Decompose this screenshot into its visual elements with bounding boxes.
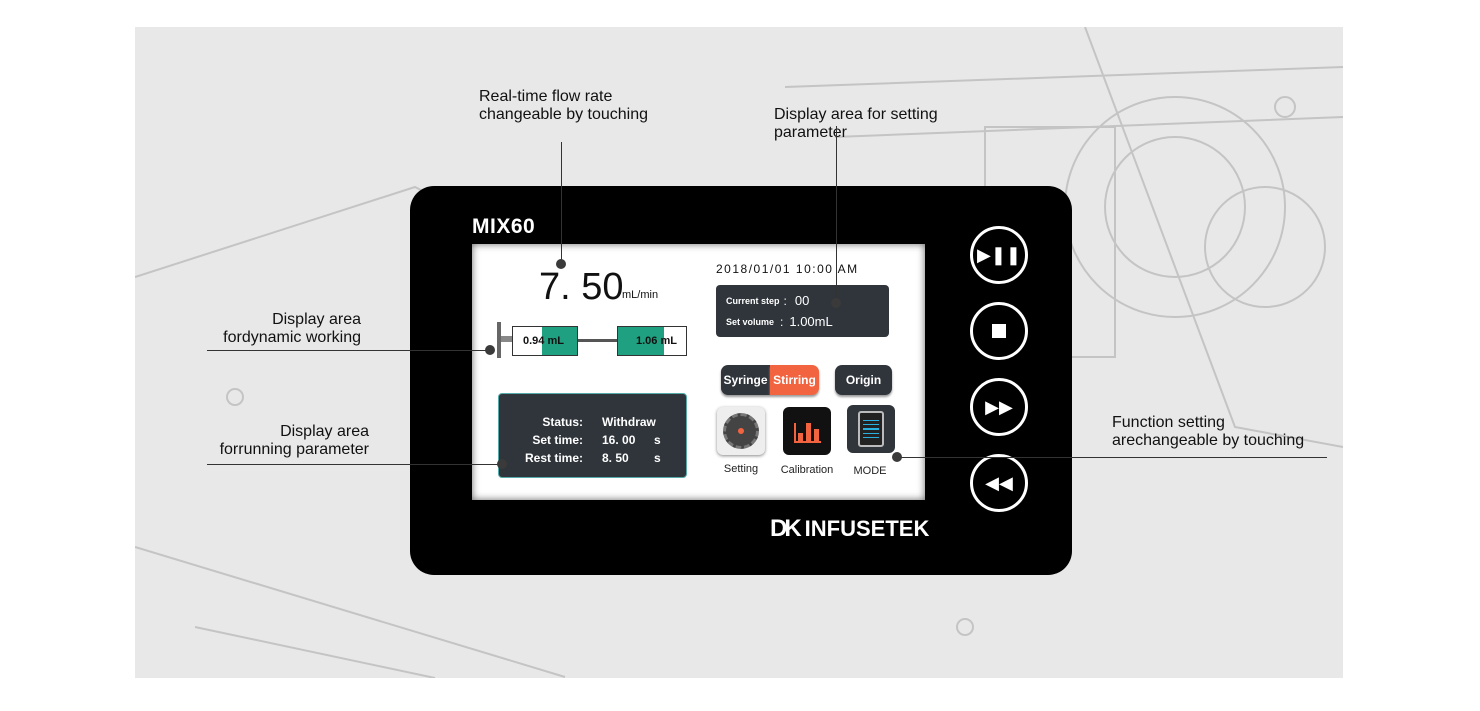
syringe-right-fill: [618, 327, 664, 355]
leader-dot: [485, 345, 495, 355]
stop-button[interactable]: [970, 302, 1028, 360]
device-model: MIX60: [472, 215, 536, 238]
set-time-value: 16. 00: [602, 433, 636, 447]
fast-forward-button[interactable]: ▶▶: [970, 378, 1028, 436]
play-pause-icon: ▶❚❚: [976, 244, 1021, 265]
current-step-label: Current step: [726, 295, 780, 306]
calibration-label: Calibration: [780, 464, 834, 476]
brand-logo: DK INFUSETEK: [770, 515, 929, 543]
rest-time-unit: s: [654, 451, 661, 465]
rewind-button[interactable]: ◀◀: [970, 454, 1028, 512]
syringe-left-fill: [541, 327, 577, 355]
mode-toggle[interactable]: Syringe Stirring: [721, 365, 819, 395]
syringe-plunger-icon: [497, 322, 501, 358]
syringe-right-volume: 1.06 mL: [636, 335, 677, 347]
play-pause-button[interactable]: ▶❚❚: [970, 226, 1028, 284]
leader-line: [207, 464, 503, 465]
status-label: Status: [542, 415, 580, 429]
rest-time-value: 8. 50: [602, 451, 629, 465]
set-time-label: Set time: [532, 433, 580, 447]
syringe-left-volume: 0.94 mL: [523, 335, 564, 347]
clipboard-icon: [858, 411, 884, 447]
setting-label: Setting: [723, 463, 759, 475]
colon: :: [783, 293, 787, 308]
toggle-stirring[interactable]: Stirring: [770, 365, 819, 395]
flow-rate-unit: mL/min: [622, 289, 659, 301]
flow-rate-value[interactable]: 7. 50: [539, 266, 624, 308]
colon: :: [579, 451, 583, 465]
origin-button[interactable]: Origin: [835, 365, 892, 395]
syringe-left: 0.94 mL: [512, 326, 578, 356]
setting-button[interactable]: [717, 407, 765, 455]
leader-line: [836, 126, 837, 302]
brand-name: INFUSETEK: [804, 516, 930, 541]
running-parameter-panel: Status Set time Rest time ::: Withdraw 1…: [498, 393, 687, 478]
brand-mark: DK: [770, 515, 802, 542]
syringe-right: 1.06 mL: [617, 326, 687, 356]
leader-dot: [556, 259, 566, 269]
toggle-syringe[interactable]: Syringe: [721, 365, 770, 395]
rest-time-label: Rest time: [525, 451, 580, 465]
mode-label: MODE: [853, 465, 887, 477]
fast-forward-icon: ▶▶: [985, 396, 1013, 417]
leader-dot: [892, 452, 902, 462]
rewind-icon: ◀◀: [985, 472, 1013, 493]
stop-icon: [992, 324, 1006, 338]
datetime: 2018/01/01 10:00 AM: [716, 262, 859, 276]
leader-dot: [497, 459, 507, 469]
leader-line: [561, 142, 562, 264]
current-step-value: 00: [794, 293, 810, 308]
set-volume-value: 1.00mL: [789, 314, 833, 329]
colon: :: [780, 314, 784, 329]
calibration-button[interactable]: [783, 407, 831, 455]
setting-parameter-panel: Current step:00 Set volume:1.00mL: [716, 285, 889, 337]
status-value: Withdraw: [602, 415, 656, 429]
leader-line: [207, 350, 490, 351]
mode-button[interactable]: [847, 405, 895, 453]
leader-line: [897, 457, 1327, 458]
connector-tube: [578, 339, 618, 342]
set-time-unit: s: [654, 433, 661, 447]
leader-dot: [831, 298, 841, 308]
set-volume-label: Set volume: [726, 316, 775, 327]
colon: :: [579, 433, 583, 447]
colon: :: [579, 415, 583, 429]
gear-icon: [723, 413, 759, 449]
bar-chart-icon: [793, 423, 821, 443]
